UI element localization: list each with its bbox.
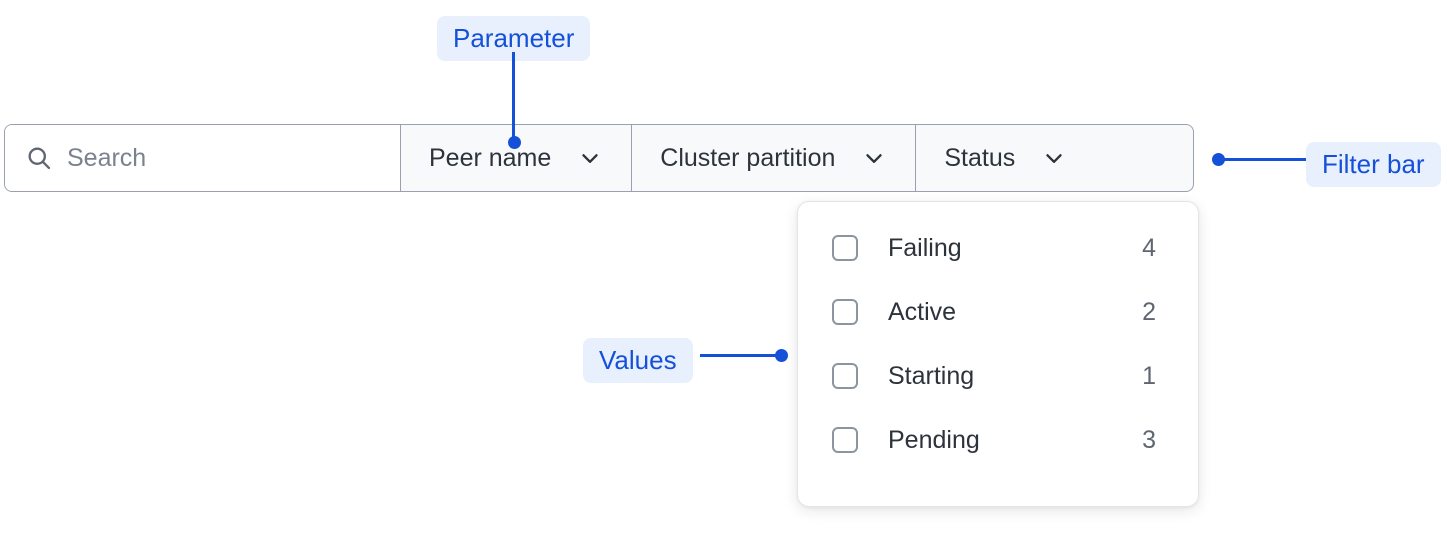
chevron-down-icon <box>1041 145 1067 171</box>
filter-button-label: Cluster partition <box>660 143 836 172</box>
checkbox-unchecked-icon[interactable] <box>832 299 858 325</box>
status-filter-dropdown: Failing 4 Active 2 Starting 1 Pending 3 <box>797 201 1199 507</box>
chevron-down-icon <box>577 145 603 171</box>
list-item[interactable]: Active 2 <box>798 280 1198 344</box>
annotation-endpoint-dot-values <box>775 349 788 362</box>
option-label: Failing <box>888 233 962 262</box>
option-label: Starting <box>888 361 975 390</box>
filter-button-status[interactable]: Status <box>916 125 1096 191</box>
annotation-label-filter-bar: Filter bar <box>1306 142 1441 188</box>
option-count: 4 <box>1142 233 1156 262</box>
option-label: Pending <box>888 425 980 454</box>
option-count: 3 <box>1142 425 1156 454</box>
option-count: 1 <box>1142 361 1156 390</box>
annotation-label-values: Values <box>583 338 693 384</box>
list-item[interactable]: Starting 1 <box>798 344 1198 408</box>
search-icon <box>25 144 53 172</box>
checkbox-unchecked-icon[interactable] <box>832 363 858 389</box>
filter-button-cluster-partition[interactable]: Cluster partition <box>632 125 917 191</box>
annotation-leader-line-values <box>700 354 782 357</box>
list-item[interactable]: Failing 4 <box>798 216 1198 280</box>
chevron-down-icon <box>861 145 887 171</box>
annotation-leader-line-filter-bar <box>1222 158 1306 161</box>
filter-button-peer-name[interactable]: Peer name <box>401 125 633 191</box>
filter-button-label: Peer name <box>429 143 552 172</box>
option-label: Active <box>888 297 957 326</box>
search-field[interactable] <box>5 125 401 191</box>
annotation-leader-line-parameter <box>512 52 515 140</box>
checkbox-unchecked-icon[interactable] <box>832 427 858 453</box>
list-item[interactable]: Pending 3 <box>798 408 1198 472</box>
annotation-endpoint-dot-parameter <box>508 136 521 149</box>
filter-bar: Peer name Cluster partition Status <box>4 124 1194 192</box>
checkbox-unchecked-icon[interactable] <box>832 235 858 261</box>
option-count: 2 <box>1142 297 1156 326</box>
filter-button-label: Status <box>944 143 1016 172</box>
search-input[interactable] <box>67 143 367 173</box>
annotation-endpoint-dot-filter-bar <box>1212 153 1225 166</box>
